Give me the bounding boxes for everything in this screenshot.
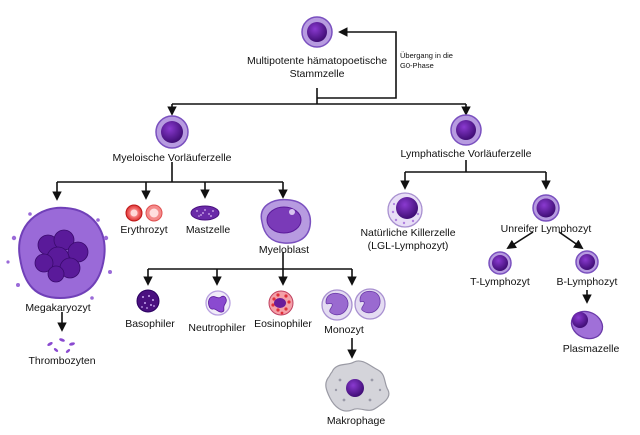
- immature-lymphocyte-icon: [532, 194, 560, 222]
- b-lymphocyte-icon: [575, 250, 599, 274]
- nk-cell-label-line2: (LGL-Lymphozyt): [368, 240, 449, 252]
- t-lymphocyte-icon: [488, 251, 512, 275]
- monocyte-label: Monozyt: [324, 324, 364, 336]
- stem-cell-label-line1: Multipotente hämatopoetische: [247, 55, 387, 67]
- eosinophil-icon: [268, 290, 294, 316]
- thrombocytes-label: Thrombozyten: [28, 355, 95, 367]
- stem-cell-icon: [301, 16, 333, 48]
- myeloblast-label: Myeloblast: [259, 244, 309, 256]
- g0-label-line2: G0-Phase: [400, 61, 434, 70]
- myeloblast-icon: [260, 198, 312, 244]
- eosinophil-label: Eosinophiler: [254, 318, 312, 330]
- immature-lymphocyte-label: Unreifer Lymphozyt: [501, 223, 592, 235]
- nk-cell-icon: [387, 192, 423, 228]
- basophil-icon: [136, 289, 160, 313]
- myeloid-progenitor-label: Myeloische Vorläuferzelle: [112, 152, 231, 164]
- plasma-cell-icon: [570, 310, 604, 340]
- macrophage-icon: [325, 360, 390, 412]
- mast-cell-label: Mastzelle: [186, 224, 231, 236]
- erythrocyte-icon: [125, 204, 163, 222]
- connector-lines: [52, 27, 592, 359]
- basophil-label: Basophiler: [125, 318, 175, 330]
- g0-label-line1: Übergang in die: [400, 51, 453, 60]
- megakaryocyte-label: Megakaryozyt: [25, 302, 90, 314]
- mast-cell-icon: [190, 205, 220, 221]
- erythrocyte-label: Erythrozyt: [120, 224, 167, 236]
- megakaryocyte-icon: [6, 206, 112, 300]
- to-b-lymphocyte-arrow: [558, 231, 584, 250]
- plasma-cell-label: Plasmazelle: [563, 343, 620, 355]
- myeloid-progenitor-icon: [155, 115, 189, 149]
- neutrophil-icon: [205, 290, 231, 316]
- g0-loop-arrow: [317, 27, 397, 99]
- b-lymphocyte-label: B-Lymphozyt: [557, 276, 618, 288]
- stem-cell-label-line2: Stammzelle: [290, 68, 345, 80]
- lymphoid-progenitor-icon: [450, 114, 482, 146]
- thrombocytes-icon: [47, 338, 75, 353]
- t-lymphocyte-label: T-Lymphozyt: [470, 276, 530, 288]
- nk-cell-label-line1: Natürliche Killerzelle: [360, 227, 455, 239]
- lymphoid-progenitor-label: Lymphatische Vorläuferzelle: [401, 148, 532, 160]
- macrophage-label: Makrophage: [327, 415, 386, 427]
- neutrophil-label: Neutrophiler: [188, 322, 246, 334]
- to-t-lymphocyte-arrow: [506, 231, 534, 250]
- monocyte-icon: [321, 288, 386, 321]
